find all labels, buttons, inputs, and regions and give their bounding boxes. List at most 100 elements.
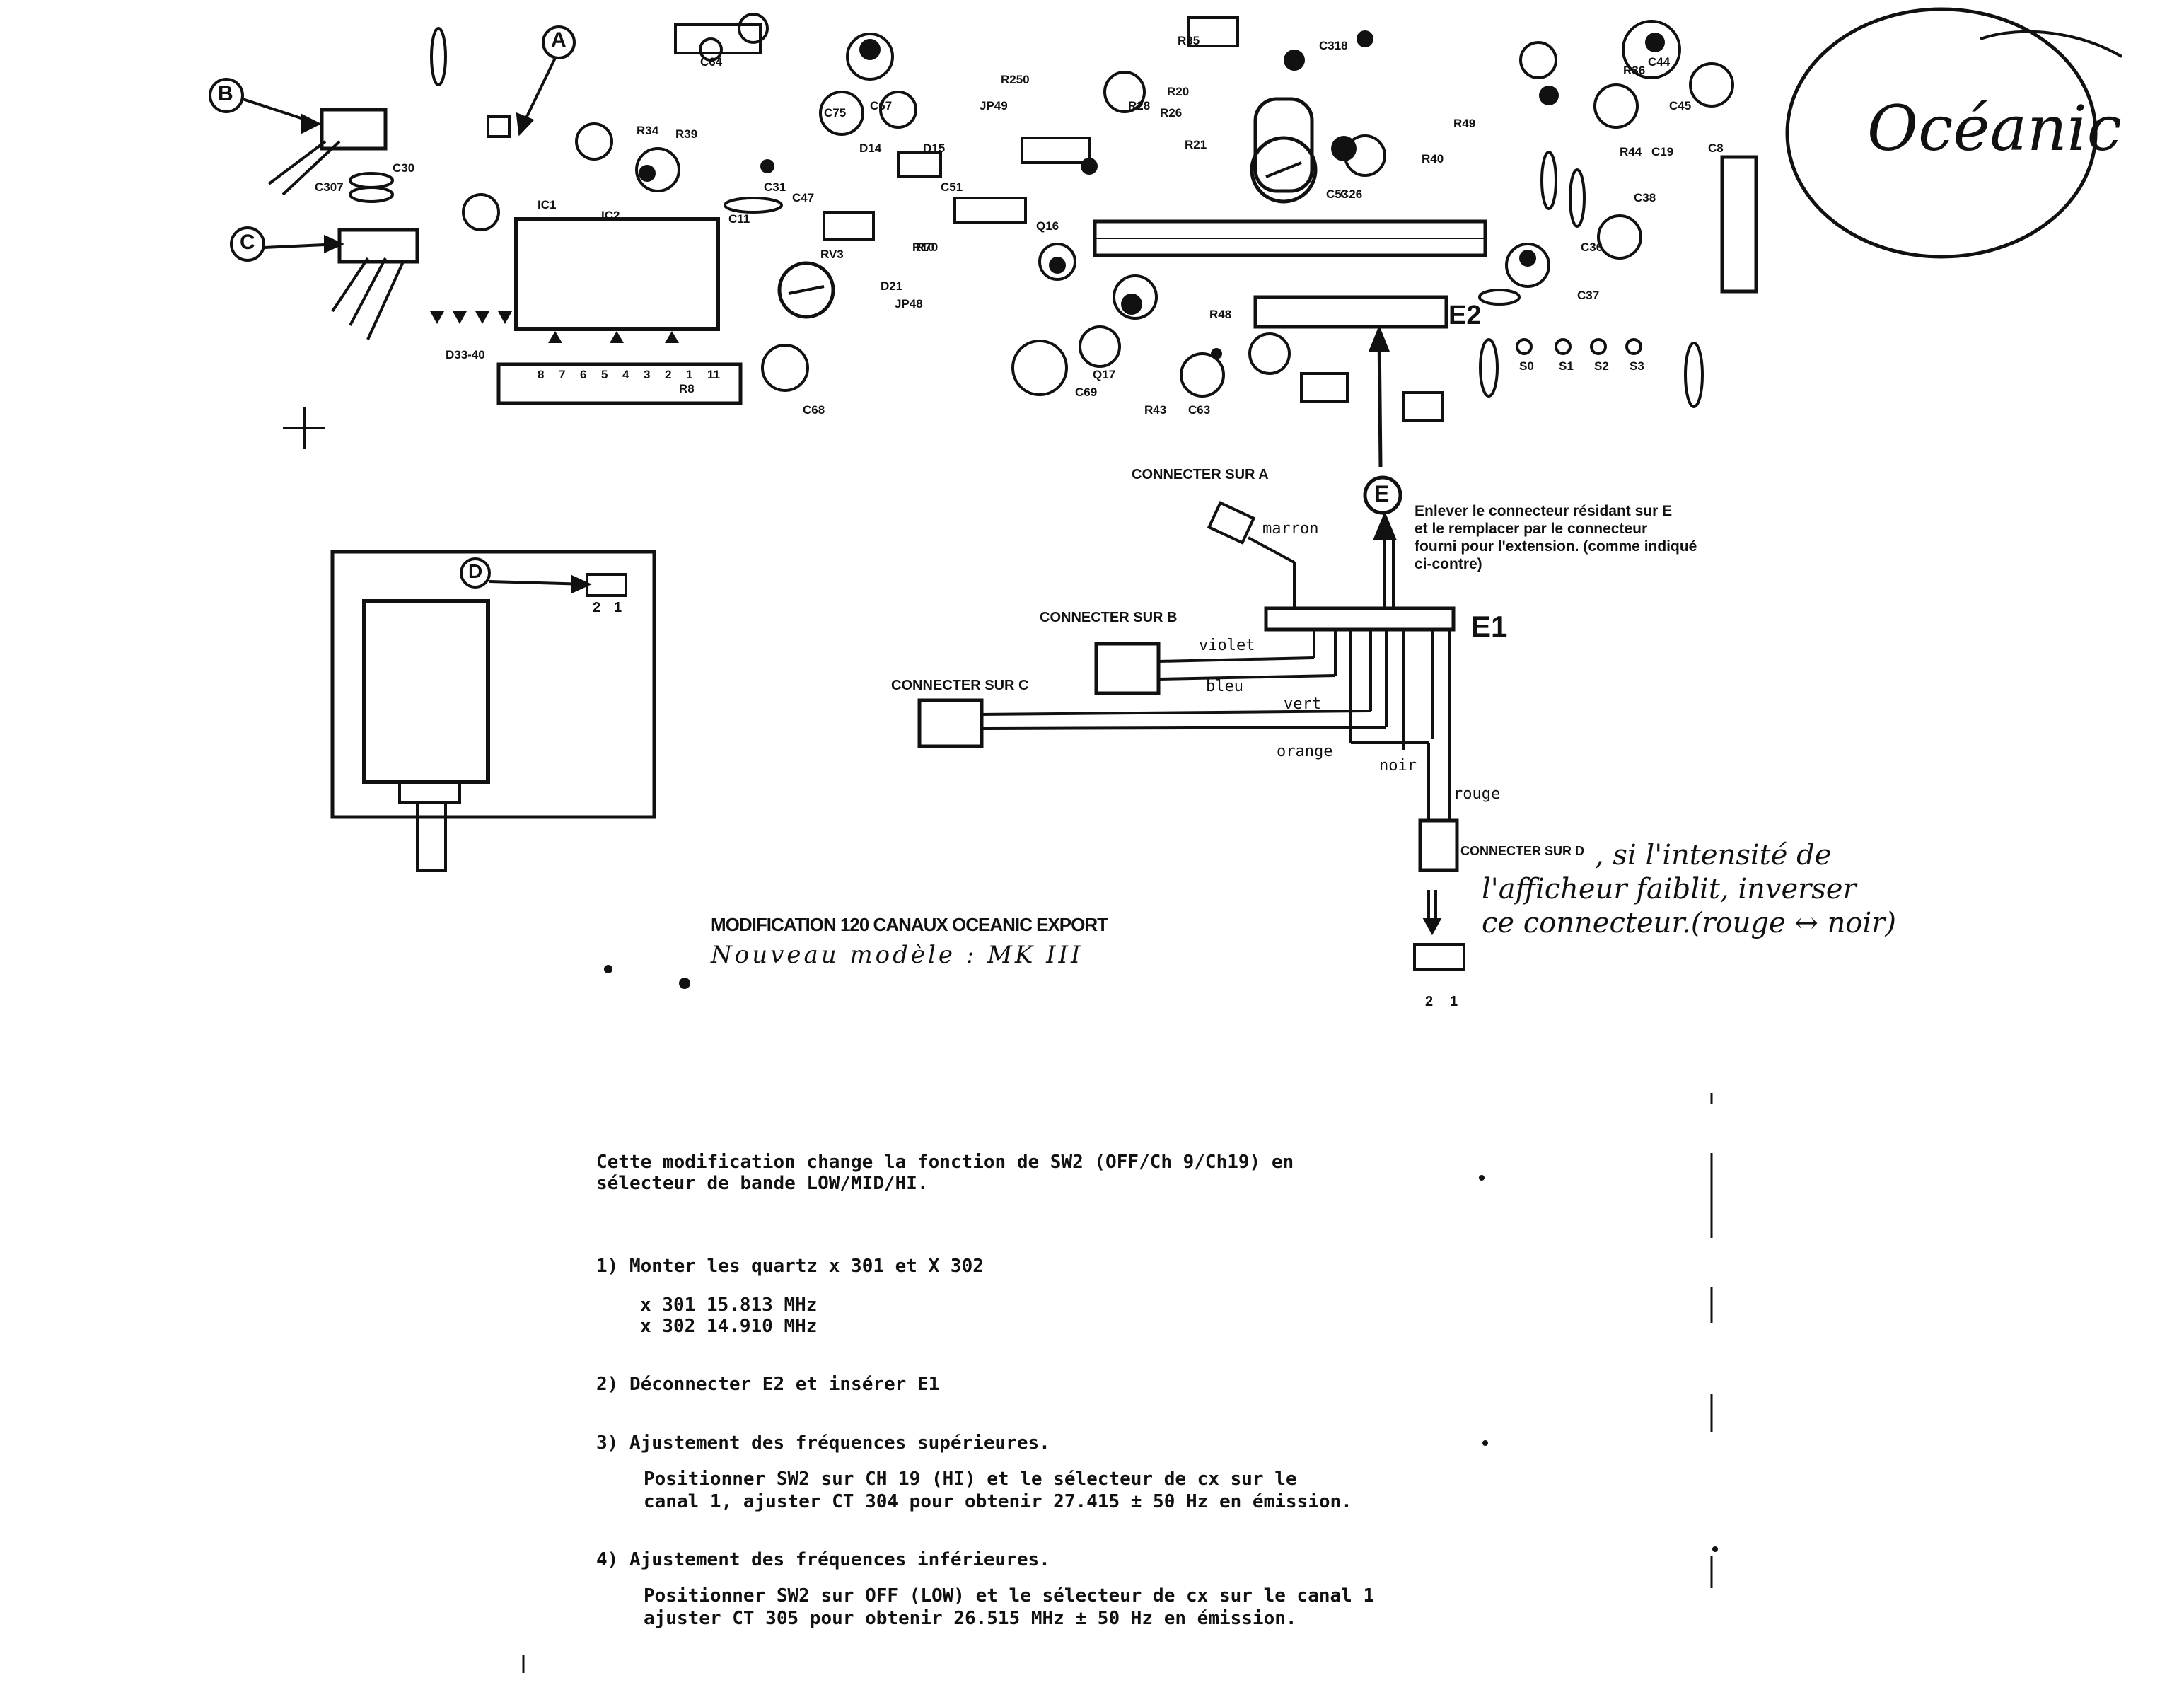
pin-1-label: 1	[614, 600, 622, 615]
pcb-label: R250	[1001, 73, 1030, 86]
wire-violet-label: violet	[1199, 637, 1255, 654]
pcb-label: R44	[1620, 145, 1642, 158]
step-title: Déconnecter E2 et insérer E1	[629, 1374, 940, 1395]
wire-bleu-label: bleu	[1206, 678, 1243, 695]
step-number: 2)	[596, 1374, 619, 1395]
pcb-label: IC2	[601, 209, 620, 222]
step-line: ajuster CT 305 pour obtenir 26.515 MHz ±…	[644, 1608, 1297, 1629]
pcb-label: R40	[1422, 152, 1444, 166]
pcb-label: C63	[1188, 403, 1211, 417]
callout-d-label: D	[468, 560, 483, 582]
pcb-label: C30	[393, 161, 415, 175]
step-number: 3)	[596, 1432, 619, 1454]
pcb-label: C318	[1319, 39, 1348, 52]
modification-title: MODIFICATION 120 CANAUX OCEANIC EXPORT	[711, 914, 1108, 935]
note-line: ce connecteur.(rouge ↔ noir)	[1482, 907, 1896, 939]
pcb-label: S0	[1519, 359, 1534, 373]
pcb-label: C8	[1708, 141, 1724, 155]
pcb-label: D15	[923, 141, 946, 155]
pcb-label: R39	[675, 127, 698, 141]
callout-b-label: B	[218, 82, 233, 105]
pcb-label: C36	[1581, 241, 1603, 254]
step-1-details: x 301 15.813 MHz x 302 14.910 MHz	[640, 1295, 817, 1337]
pcb-label: JP48	[895, 297, 923, 311]
pin-number: 5	[601, 368, 608, 381]
step-line: x 301 15.813 MHz	[640, 1295, 818, 1316]
pcb-label: C19	[1651, 145, 1674, 158]
step-line: x 302 14.910 MHz	[640, 1316, 818, 1337]
connect-d-label: CONNECTER SUR D	[1460, 844, 1585, 858]
step-4: 4) Ajustement des fréquences inférieures…	[596, 1549, 1050, 1570]
step-line: Positionner SW2 sur CH 19 (HI) et le sél…	[644, 1469, 1297, 1490]
pcb-label: R10	[912, 241, 935, 254]
pin-number: 1	[686, 368, 693, 381]
pcb-label: C44	[1648, 55, 1671, 69]
pcb-label: R21	[1185, 138, 1207, 151]
pcb-label: R36	[1623, 64, 1646, 77]
wire-noir-label: noir	[1379, 757, 1417, 775]
pin-number: 11	[707, 368, 720, 381]
pcb-label: R43	[1144, 403, 1167, 417]
step-2: 2) Déconnecter E2 et insérer E1	[596, 1374, 939, 1395]
pcb-label: C68	[803, 403, 825, 417]
step-line: canal 1, ajuster CT 304 pour obtenir 27.…	[644, 1491, 1352, 1512]
pcb-label: S1	[1559, 359, 1574, 373]
pcb-label: C53	[1326, 187, 1349, 201]
pcb-label: S2	[1594, 359, 1609, 373]
callout-c-label: C	[240, 231, 255, 254]
intro-paragraph: Cette modification change la fonction de…	[596, 1152, 1294, 1194]
instruction-e-line: Enlever le connecteur résidant sur E	[1415, 503, 1673, 519]
note-line: l'afficheur faiblit, inverser	[1482, 873, 1857, 905]
pcb-label: C11	[728, 212, 750, 226]
pcb-label: R34	[637, 124, 659, 137]
pin-number: 8	[538, 368, 545, 381]
step-line: Positionner SW2 sur OFF (LOW) et le séle…	[644, 1585, 1375, 1606]
wire-vert-label: vert	[1284, 695, 1321, 713]
pcb-label: C69	[1075, 386, 1098, 399]
pin-2-label: 2	[1425, 994, 1434, 1009]
e2-label: E2	[1448, 301, 1482, 330]
intro-line: sélecteur de bande LOW/MID/HI.	[596, 1173, 929, 1194]
pcb-label: C38	[1634, 191, 1656, 204]
wire-rouge-label: rouge	[1453, 785, 1501, 803]
pcb-label: C31	[764, 180, 786, 194]
pcb-label: R49	[1453, 117, 1476, 130]
pcb-label: C307	[315, 180, 344, 194]
pin-number: 2	[665, 368, 672, 381]
connect-b-label: CONNECTER SUR B	[1040, 610, 1178, 625]
oceanic-handwritten: Océanic	[1867, 92, 2122, 165]
connect-a-label: CONNECTER SUR A	[1132, 467, 1269, 482]
oceanic-oval	[1785, 7, 2098, 259]
pcb-label: Q17	[1093, 368, 1116, 381]
pcb-label: R35	[1178, 34, 1200, 47]
step-3: 3) Ajustement des fréquences supérieures…	[596, 1432, 1050, 1454]
pin-number: 4	[622, 368, 629, 381]
step-number: 1)	[596, 1256, 619, 1277]
pin-2-label: 2	[593, 600, 601, 615]
callout-e-label: E	[1374, 481, 1390, 506]
pcb-label: C75	[824, 106, 847, 120]
pin-number: 7	[559, 368, 566, 381]
pcb-label: D21	[881, 279, 903, 293]
pin-number: 6	[580, 368, 587, 381]
e1-label: E1	[1471, 610, 1508, 643]
pcb-label: D14	[859, 141, 882, 155]
step-1: 1) Monter les quartz x 301 et X 302	[596, 1256, 984, 1277]
step-title: Ajustement des fréquences inférieures.	[629, 1549, 1050, 1570]
pcb-label: R48	[1209, 308, 1232, 321]
pcb-label: R28	[1128, 99, 1151, 112]
pcb-label: JP49	[980, 99, 1008, 112]
callout-a-label: A	[551, 28, 567, 52]
pcb-label: C67	[870, 99, 893, 112]
pin-1-label: 1	[1450, 994, 1458, 1009]
instruction-e-line: fourni pour l'extension. (comme indiqué	[1415, 538, 1697, 555]
note-line: , si l'intensité de	[1595, 839, 1832, 872]
instruction-e-line: et le remplacer par le connecteur	[1415, 521, 1648, 537]
pcb-label: C26	[1340, 187, 1363, 201]
pcb-label: R26	[1160, 106, 1183, 120]
instruction-e: Enlever le connecteur résidant sur E et …	[1415, 502, 1697, 573]
pcb-label: C64	[700, 55, 723, 69]
step-title: Monter les quartz x 301 et X 302	[629, 1256, 984, 1277]
intro-line: Cette modification change la fonction de…	[596, 1152, 1294, 1173]
pcb-label: Q16	[1036, 219, 1059, 233]
